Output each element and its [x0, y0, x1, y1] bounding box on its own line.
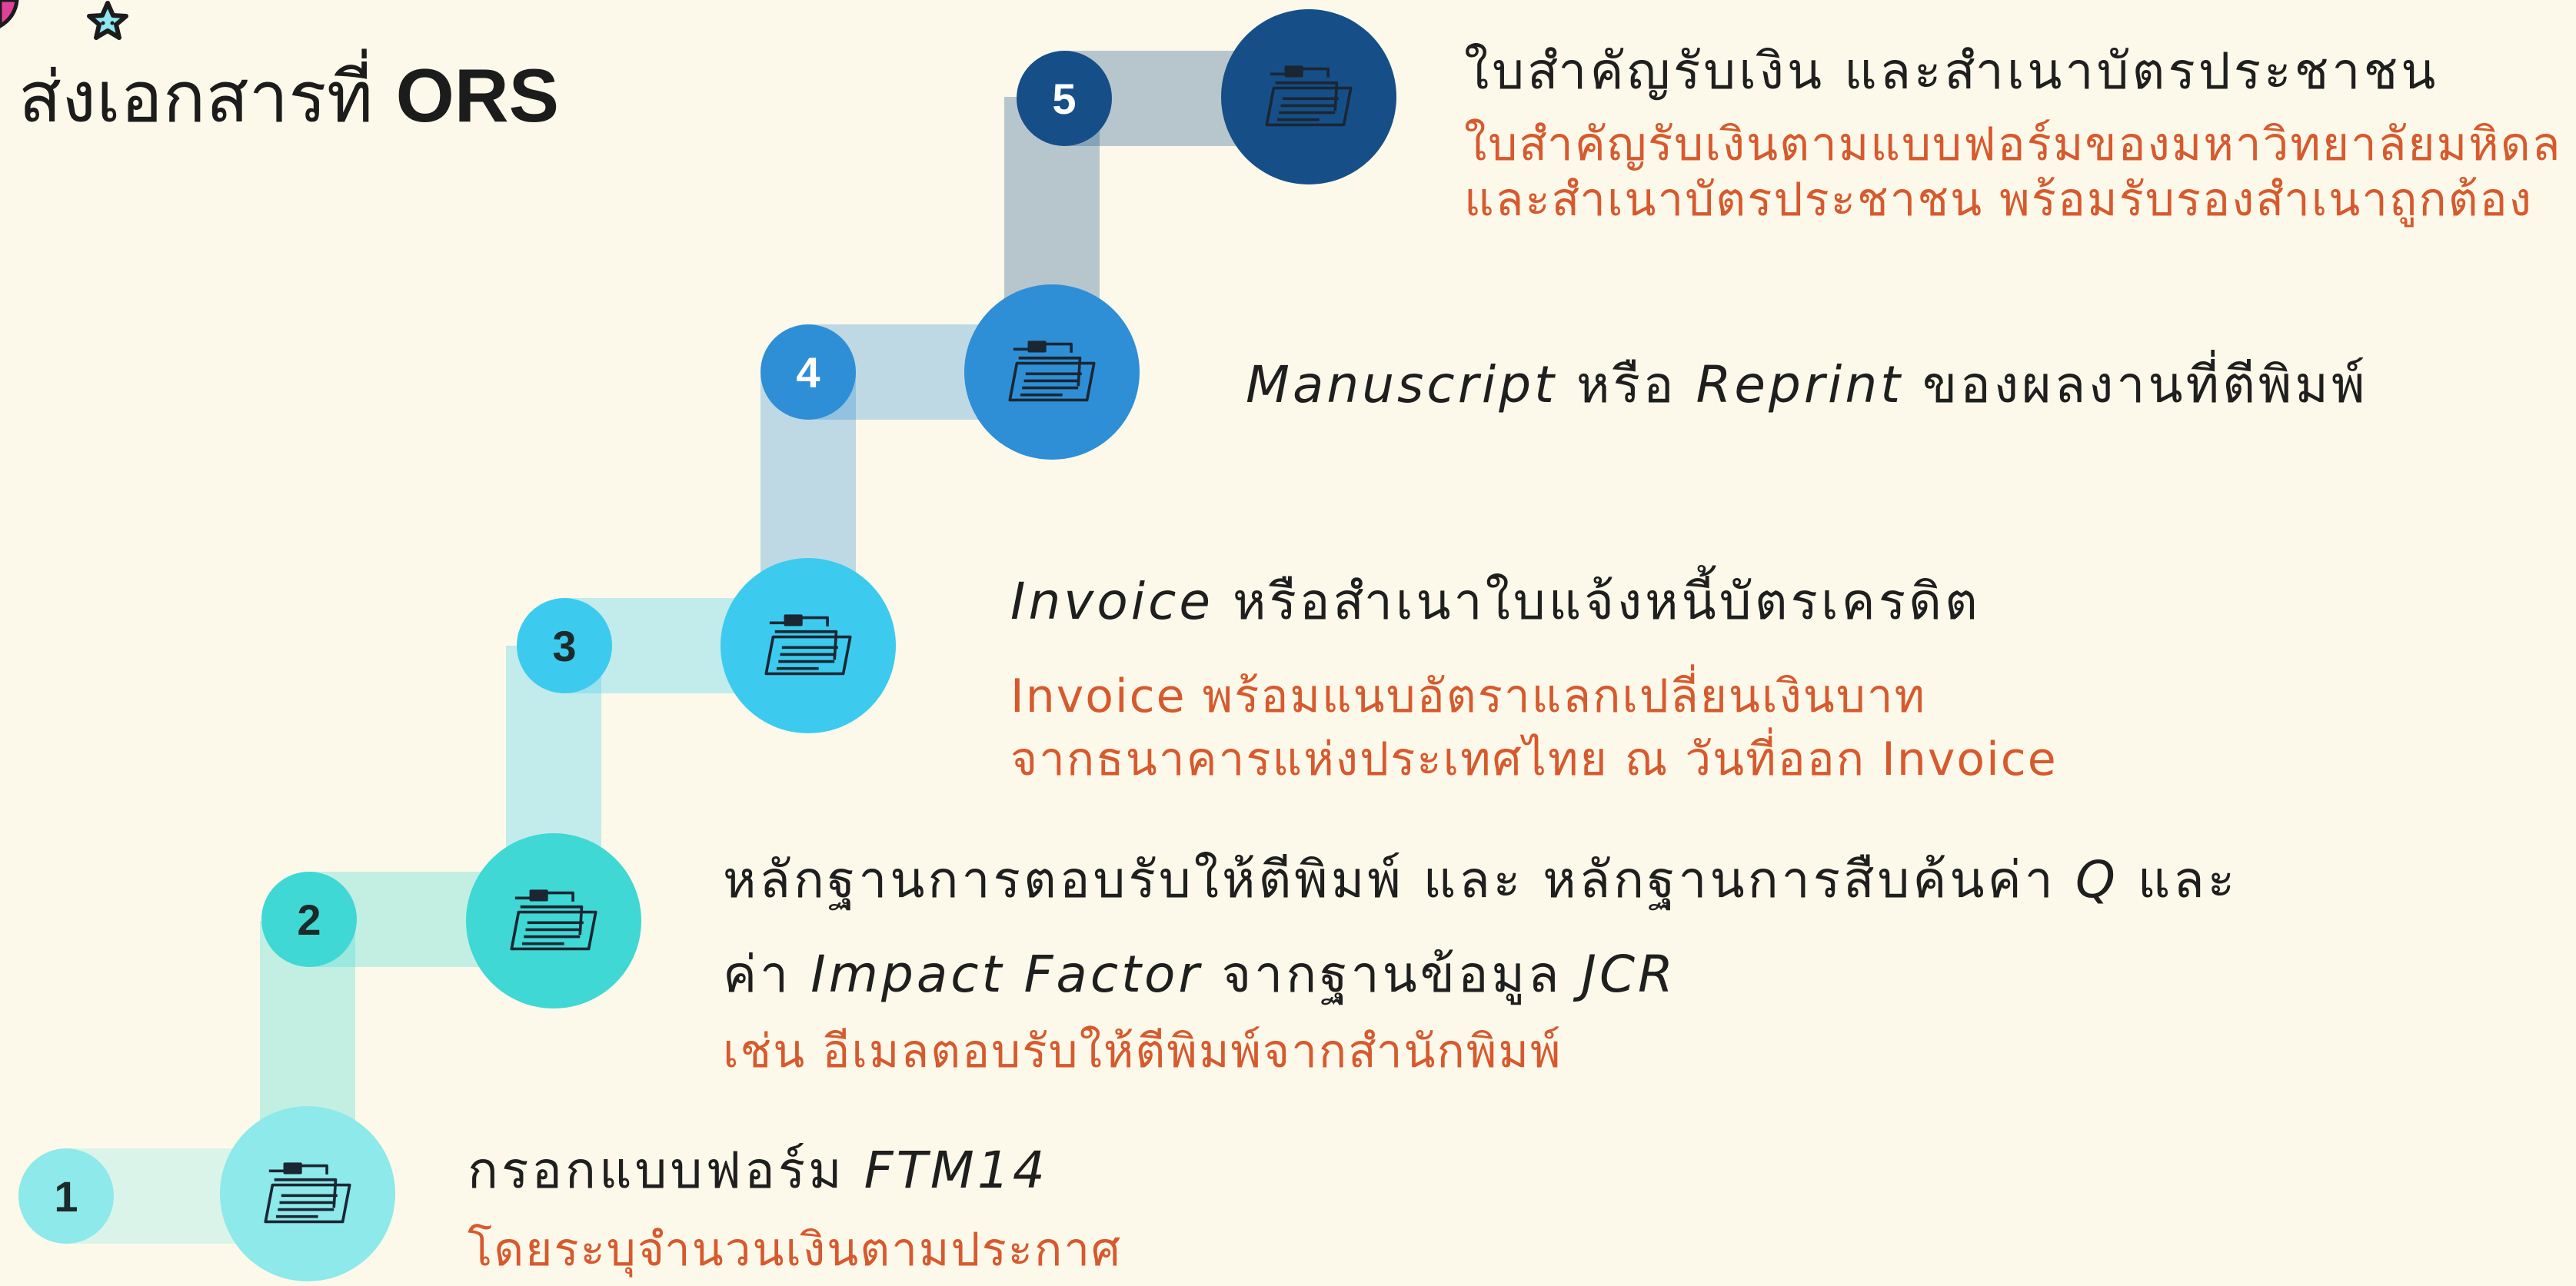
step-1-title-line: กรอกแบบฟอร์ม FTM14 [468, 1130, 1048, 1211]
title-segment: จากฐานข้อมูล [1202, 945, 1582, 1004]
decoration [0, 0, 128, 40]
step-2-title-line: หลักฐานการตอบรับให้ตีพิมพ์ และ หลักฐานกา… [723, 839, 2238, 920]
page-title: ส่งเอกสารที่ ORS [18, 40, 559, 153]
step-5-description-line: และสำเนาบัตรประชาชน พร้อมรับรองสำเนาถูกต… [1464, 173, 2533, 227]
title-segment: หรือ [1556, 355, 1696, 414]
title-segment: Invoice [1010, 572, 1213, 631]
title-segment: Manuscript [1246, 355, 1557, 414]
title-segment: ใบสำคัญรับเงิน และสำเนาบัตรประชาชน [1464, 42, 2439, 101]
step-2-description-line: เช่น อีเมลตอบรับให้ตีพิมพ์จากสำนักพิมพ์ [723, 1025, 1563, 1078]
title-segment: ของผลงานที่ตีพิมพ์ [1903, 355, 2368, 414]
step-1-description-line: โดยระบุจำนวนเงินตามประกาศ [468, 1223, 1123, 1277]
step-2-number: 2 [261, 872, 357, 967]
step-3-number: 3 [517, 598, 612, 693]
step-3-description-line: จากธนาคารแห่งประเทศไทย ณ วันที่ออก Invoi… [1010, 733, 2058, 786]
folder-document-icon [1008, 341, 1096, 402]
step-3-description-line: Invoice พร้อมแนบอัตราแลกเปลี่ยนเงินบาท [1010, 670, 1927, 723]
step-5-title-line: ใบสำคัญรับเงิน และสำเนาบัตรประชาชน [1464, 31, 2438, 111]
title-segment: JCR [1581, 945, 1676, 1004]
title-segment: ค่า [723, 945, 811, 1004]
folder-document-icon [510, 889, 597, 951]
step-4-number: 4 [760, 324, 856, 420]
step-2-icon-circle [466, 833, 641, 1009]
title-segment: FTM14 [864, 1141, 1048, 1200]
step-1-icon-circle [220, 1106, 395, 1281]
step-5-icon-circle [1221, 9, 1396, 184]
title-segment: หรือสำเนาใบแจ้งหนี้บัตรเครดิต [1213, 572, 1981, 631]
step-2-title-line: ค่า Impact Factor จากฐานข้อมูล JCR [723, 934, 1676, 1015]
title-prefix: ส่งเอกสารที่ [18, 56, 374, 138]
title-segment: กรอกแบบฟอร์ม [468, 1141, 864, 1200]
title-segment: Q [2075, 850, 2118, 909]
step-5-description-line: ใบสำคัญรับเงินตามแบบฟอร์มของมหาวิทยาลัยม… [1464, 118, 2562, 171]
step-3-icon-circle [721, 558, 896, 733]
title-strong: ORS [395, 53, 559, 138]
step-1-number: 1 [18, 1148, 114, 1244]
step-4-title-line: Manuscript หรือ Reprint ของผลงานที่ตีพิม… [1246, 344, 2368, 425]
folder-document-icon [764, 614, 852, 676]
step-5-number: 5 [1017, 51, 1112, 146]
title-segment: Reprint [1696, 355, 1904, 414]
folder-document-icon [264, 1162, 351, 1224]
step-4-icon-circle [964, 284, 1140, 460]
title-segment: และ [2118, 850, 2238, 909]
title-segment: หลักฐานการตอบรับให้ตีพิมพ์ และ หลักฐานกา… [723, 850, 2075, 909]
folder-document-icon [1265, 65, 1353, 127]
corner-shape [0, 0, 19, 28]
title-segment: Impact Factor [810, 945, 1203, 1004]
step-3-title-line: Invoice หรือสำเนาใบแจ้งหนี้บัตรเครดิต [1010, 561, 1981, 642]
star-icon [87, 1, 128, 40]
